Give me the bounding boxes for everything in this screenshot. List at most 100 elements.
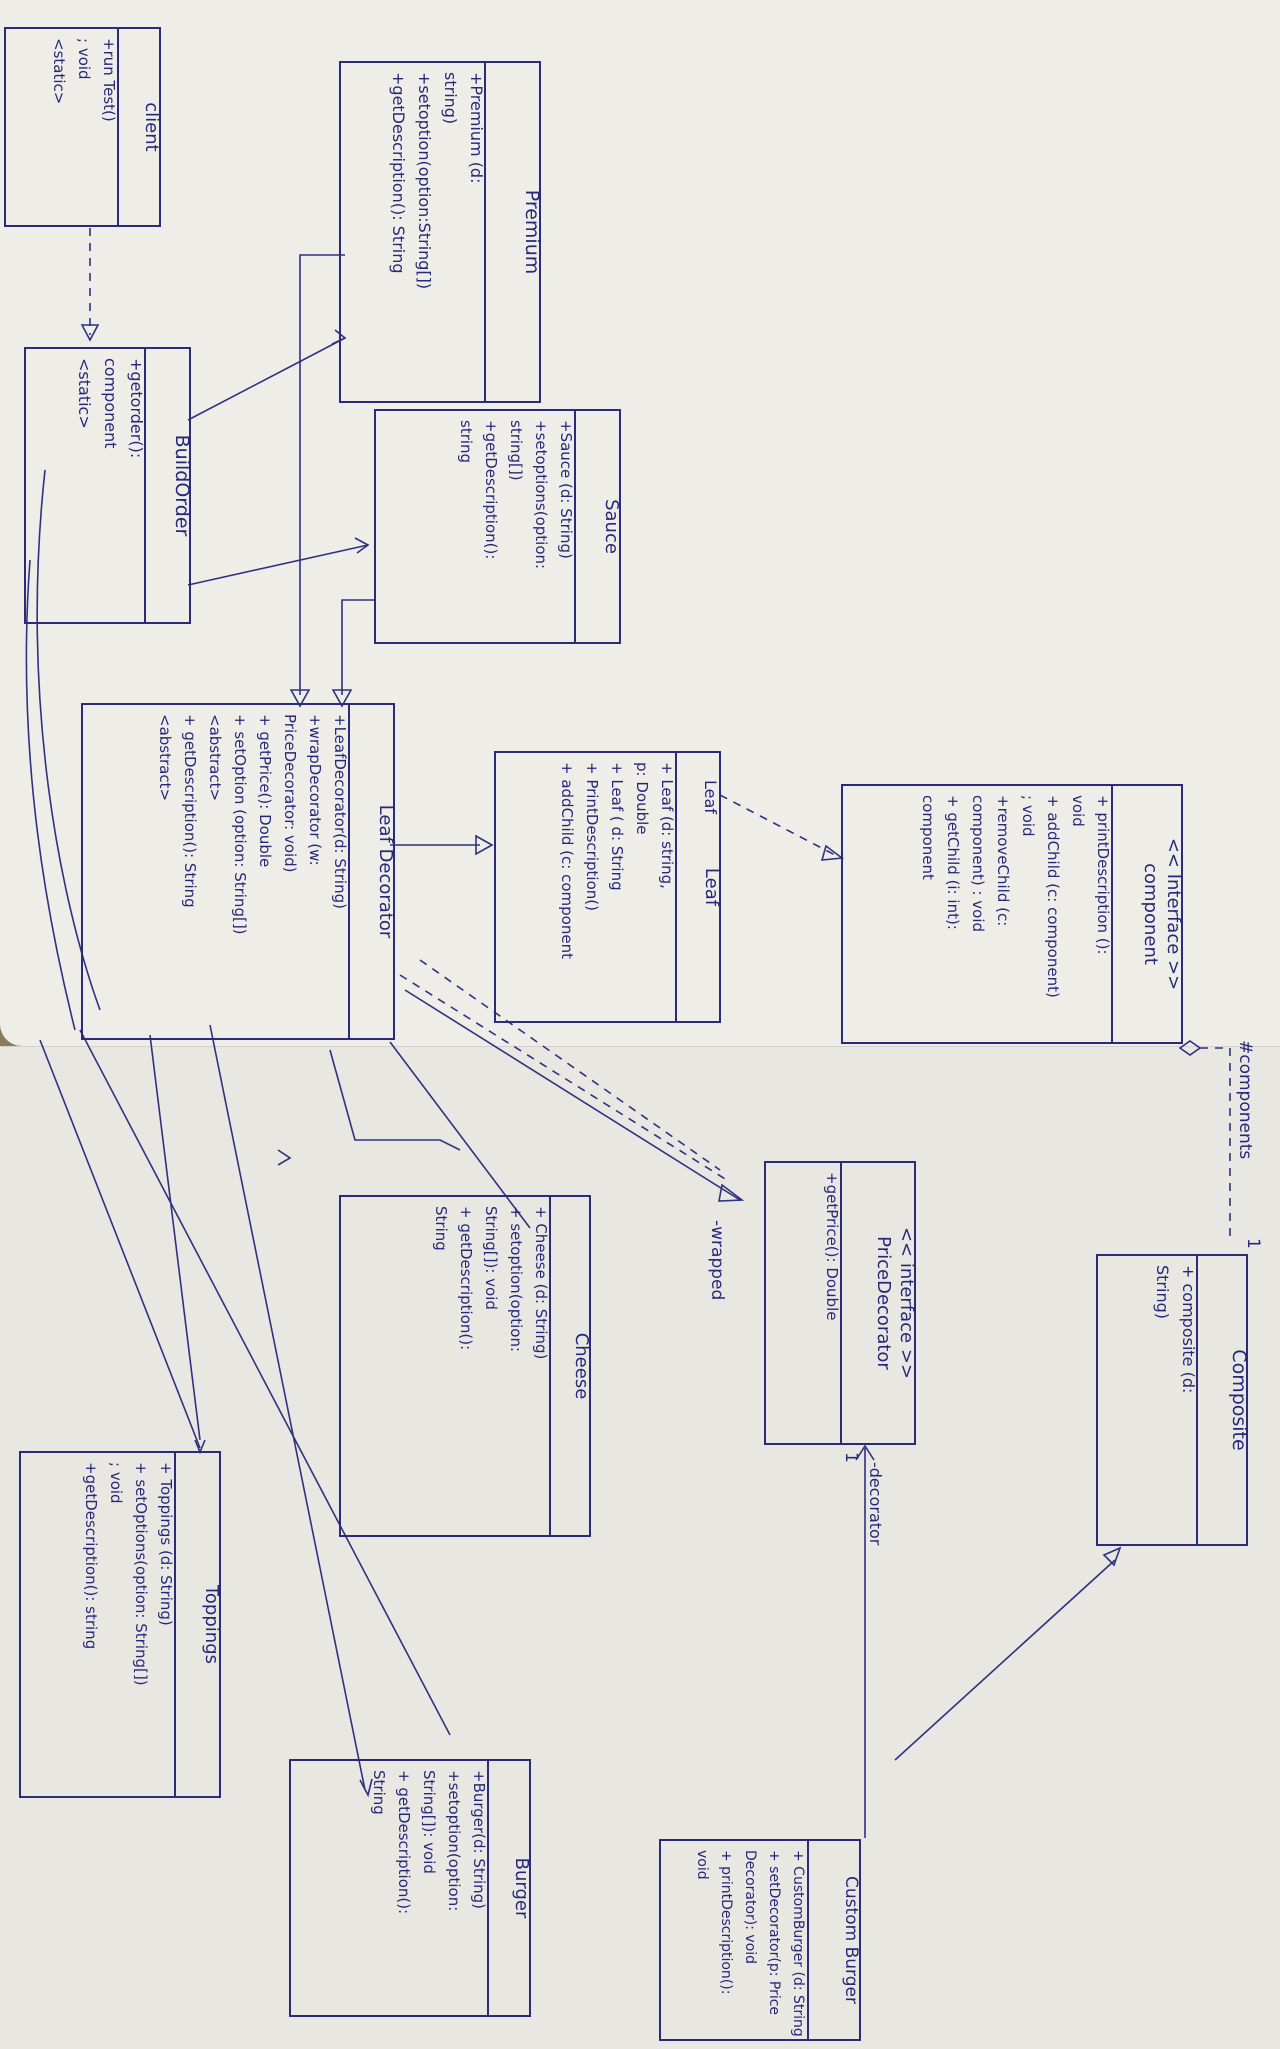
class-member: +wrapDecorator (w: (306, 714, 324, 866)
class-member: +setoption(option:String[]) (415, 72, 434, 289)
class-member: + Cheese (d: String) (532, 1206, 550, 1359)
class-name: Burger (511, 1858, 532, 1919)
class-member: +getorder(): (127, 358, 146, 458)
generalization-customburger-composite (894, 1559, 1116, 1761)
class-member: +getDescription(): String (389, 72, 408, 274)
class-member: component (101, 358, 120, 449)
class-leafdecorator: Leaf Decorator+LeafDecorator(d: String)+… (81, 703, 396, 1040)
class-name: client (141, 102, 162, 151)
class-name: component (1140, 863, 1161, 965)
class-box-border (494, 751, 721, 1023)
class-member: void (1069, 795, 1087, 827)
relationship-labels: #components -wrapped -decorator 1 1 Leaf (701, 780, 1263, 1546)
class-member: + getDescription(): (395, 1770, 413, 1914)
class-member: +setoption(option: (445, 1770, 463, 1911)
class-member: + getPrice(): Double (256, 714, 274, 867)
class-member: + Leaf ( d: String (608, 762, 626, 891)
long-association-2 (25, 559, 76, 1031)
class-box-border (339, 1195, 591, 1537)
class-member: +run Test() (100, 38, 118, 122)
class-member: <abstract> (156, 714, 174, 801)
class-member: ; void (1019, 795, 1037, 837)
class-box-border (19, 1451, 221, 1798)
realization-leaf-component (719, 794, 836, 856)
class-member: + PrintDescription() (583, 762, 601, 911)
class-member: String[]): void (420, 1770, 438, 1874)
class-member: <abstract> (206, 714, 224, 801)
class-member: String) (1153, 1265, 1172, 1319)
class-name: Premium (521, 190, 543, 275)
class-member: +getDescription(): string (82, 1462, 100, 1649)
class-member: + Toppings (d: String) (157, 1462, 175, 1626)
components-label: #components (1235, 1040, 1255, 1159)
class-member: PriceDecorator: void) (281, 714, 299, 873)
class-member: + getChild (i: int): (944, 795, 962, 930)
aggregation-diamond (1178, 1040, 1202, 1056)
composition-component-composite (1200, 1047, 1231, 1240)
class-cheese: Cheese + Cheese (d: String) + setoption(op… (339, 1195, 592, 1537)
wrapped-label: -wrapped (707, 1220, 727, 1300)
class-member: void (694, 1850, 710, 1880)
class-member: ; void (75, 38, 93, 80)
class-member: + setoption(option: (507, 1206, 525, 1352)
generalization-premium-leafdecorator (299, 254, 345, 695)
class-burger: Burger +Burger(d: String) +setoption(optio… (289, 1759, 532, 2017)
class-client: client+run Test(); void<static> (4, 27, 162, 227)
realization-arrowhead (820, 844, 845, 861)
class-name: Toppings (201, 1584, 222, 1664)
association-buildorder-sauce (187, 544, 369, 586)
class-member: +removeChild (c: (994, 795, 1012, 926)
realization-arrowhead-2 (718, 1183, 745, 1202)
class-member: +setoptions(option: (532, 420, 550, 569)
class-member: + printDescription(): (718, 1850, 734, 1994)
class-name: Composite (1228, 1349, 1250, 1450)
generalization-arrowhead-3 (475, 834, 494, 856)
realization-leafdecorator-pricedecorator (399, 974, 731, 1183)
class-stereotype: << Interface >> (1163, 838, 1184, 990)
class-member: String[]): void (482, 1206, 500, 1310)
class-member: +Sauce (d: String) (557, 420, 575, 559)
association-arrowhead-3 (855, 1444, 875, 1461)
class-member: string (457, 420, 475, 463)
class-member: + getDescription(): String (181, 714, 199, 908)
class-member: + addChild (c: component (558, 762, 576, 959)
class-box-border (81, 703, 395, 1040)
multiplicity-one-composite: 1 (1243, 1238, 1263, 1249)
class-composite: Composite + composite (d: String) (1096, 1254, 1250, 1546)
class-name: Leaf (701, 868, 722, 907)
class-box-border (4, 27, 161, 227)
generalization-sauce-leafdecorator (341, 599, 375, 695)
long-association-1 (36, 469, 101, 1011)
class-toppings: Toppings+ Toppings (d: String)+ setOptio… (19, 1451, 222, 1798)
class-member: component (919, 795, 937, 880)
class-name: Leaf Decorator (375, 805, 396, 939)
class-member: +Burger(d: String) (470, 1770, 488, 1909)
generalization-line-toppings (149, 1034, 201, 1441)
class-member: + printDescription (): (1094, 795, 1112, 955)
generalization-line-burger (209, 1024, 366, 1791)
class-member: + setOption (option: String[]) (231, 714, 249, 935)
class-member: <static> (75, 358, 94, 429)
class-member: +getDescription(): (482, 420, 500, 559)
class-member: string) (441, 72, 460, 124)
realization-line-2 (419, 959, 721, 1171)
decorator-label: -decorator (866, 1462, 885, 1546)
dependency-arrowhead (80, 324, 100, 342)
class-box-border (339, 61, 541, 403)
class-member: + addChild (c: component) (1044, 795, 1062, 998)
class-member: +Premium (d: (467, 72, 486, 183)
class-sauce: Sauce+Sauce (d: String)+setoptions(optio… (374, 409, 622, 644)
class-buildorder: BuildOrder +getorder(): component <static> (24, 347, 193, 624)
class-leaf: Leaf+ Leaf (d: string,p: Double+ Leaf ( … (494, 751, 722, 1023)
class-pricedecorator: << interface >>PriceDecorator+getPrice()… (764, 1161, 917, 1445)
class-member: String (370, 1770, 388, 1815)
generalization-arrowhead (289, 689, 311, 708)
class-member: component) : void (969, 795, 987, 932)
class-member: + composite (d: (1179, 1265, 1198, 1393)
generalization-line-cheese (389, 1041, 531, 1229)
leaf-note-label: Leaf (701, 780, 720, 814)
class-member: + setDecorator(p: Price (766, 1850, 782, 2015)
class-name: Cheese (571, 1333, 592, 1400)
class-member: ; void (107, 1462, 125, 1504)
class-name: BuildOrder (171, 435, 193, 537)
